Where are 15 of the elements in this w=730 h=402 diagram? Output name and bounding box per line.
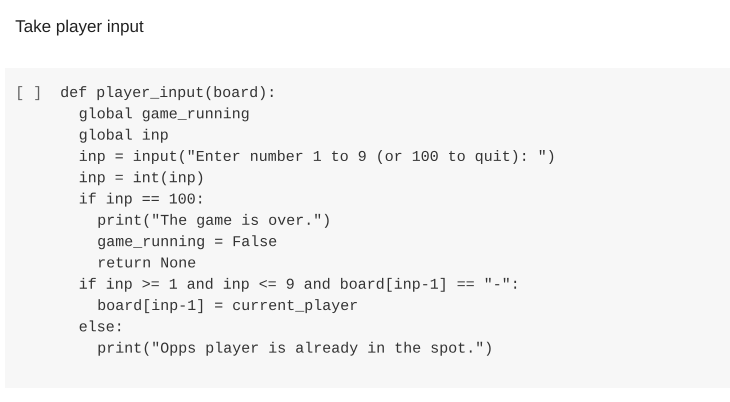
code-line: else: [80, 320, 120, 332]
code-line: if inp == 100: [80, 192, 202, 207]
code-line: if inp >= 1 and inp <= 9 and board[inp-1] == "-": [80, 278, 516, 292]
code-line: def player_input(board): [61, 86, 273, 100]
code-line: print("Opps player is already in the spot.") [98, 342, 491, 356]
code-line: inp = input("Enter number 1 to 9 (or 100 to quit): ") [80, 150, 554, 164]
code-line: global inp [80, 128, 168, 143]
code-line: return None [98, 257, 196, 268]
code-line: inp = int(inp) [80, 171, 202, 186]
cell-bracket: [ ] [18, 86, 40, 100]
code-line: game_running = False [98, 235, 276, 250]
heading: Take player input [16, 20, 144, 36]
code-line: global game_running [80, 107, 248, 122]
code-line: print("The game is over.") [98, 214, 329, 228]
code-line: board[inp-1] = current_player [98, 299, 357, 314]
